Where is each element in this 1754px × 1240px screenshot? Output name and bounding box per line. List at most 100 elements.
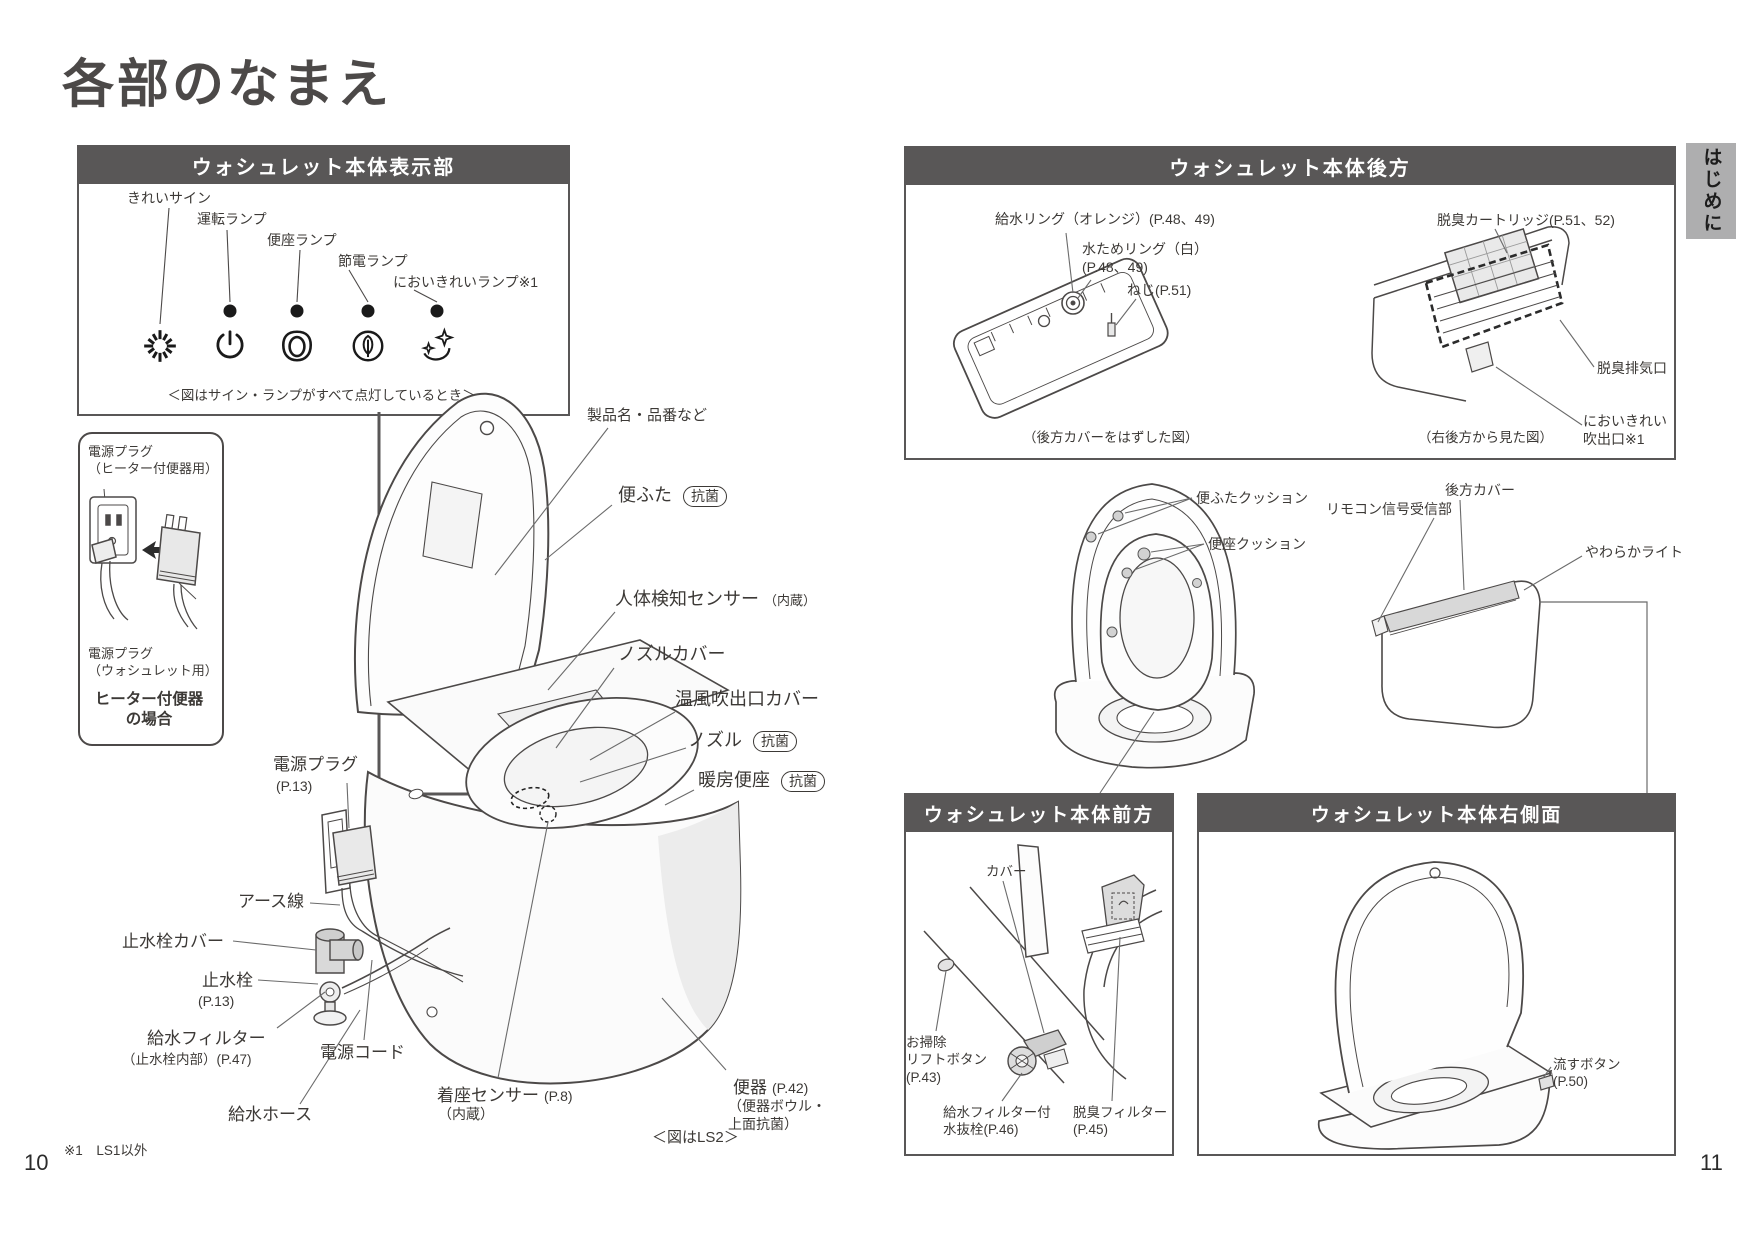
label-cover: カバー <box>986 864 1027 879</box>
label-seat-sensor-text: 着座センサー <box>437 1086 539 1105</box>
front-view-illustration <box>906 835 1168 1150</box>
heater-toilet-box <box>78 432 224 746</box>
label-heated-seat-text: 暖房便座 <box>698 770 770 790</box>
label-nozzle-text: ノズル <box>688 730 742 750</box>
label-seat-cushion: 便座クッション <box>1208 536 1306 552</box>
label-nozzle-cover: ノズルカバー <box>618 644 726 664</box>
label-water-ring: 水ためリング（白） (P.48、49) <box>1082 241 1208 275</box>
label-remote-receiver: リモコン信号受信部 <box>1326 501 1452 517</box>
label-nozzle: ノズル 抗菌 <box>688 726 797 752</box>
label-shutoff-valve: 止水栓 <box>202 971 253 990</box>
product-label-area <box>423 482 482 568</box>
lamp-label-kirei-sign: きれいサイン <box>127 190 211 206</box>
screw-shape <box>1108 323 1115 336</box>
right-side-view-header: ウォシュレット本体右側面 <box>1199 795 1674 832</box>
label-lift-button: お掃除 リフトボタン (P.43) <box>906 1035 987 1085</box>
antibacterial-badge: 抗菌 <box>781 771 825 792</box>
rear-view-caption-left: （後方カバーをはずした図） <box>1023 430 1199 445</box>
label-body-sensor: 人体検知センサー （内蔵） <box>615 585 816 611</box>
seat-cushion-dot <box>1107 627 1117 637</box>
heater-box-caption: ヒーター付便器 の場合 <box>94 691 204 728</box>
label-bowl-sub: （便器ボウル・ 上面抗菌） <box>728 1098 826 1132</box>
label-deodorizer-filter: 脱臭フィルター (P.45) <box>1073 1105 1168 1138</box>
label-lid: 便ふた 抗菌 <box>618 481 727 507</box>
label-water-filter: 給水フィルター <box>147 1029 266 1048</box>
label-seat-sensor-page: (P.8) <box>544 1088 573 1104</box>
heater-plug-top-label: 電源プラグ （ヒーター付便器用） <box>88 444 219 476</box>
water-hose-line <box>342 928 450 988</box>
power-icon <box>211 327 249 365</box>
rear-cover-strip <box>1384 581 1519 632</box>
label-valve-cover: 止水栓カバー <box>122 932 224 951</box>
label-body-sensor-text: 人体検知センサー <box>615 589 759 609</box>
display-area-marker <box>510 785 551 811</box>
clean-air-outlet-shape <box>1466 342 1493 372</box>
label-product-name: 製品名・品番など <box>587 407 708 424</box>
lamp-label-seat: 便座ランプ <box>267 232 337 248</box>
label-power-plug-page: (P.13) <box>276 778 313 794</box>
seat-cushion-dot <box>1122 568 1132 578</box>
label-deodorizer-cartridge: 脱臭カートリッジ(P.51、52) <box>1437 212 1615 228</box>
lift-button-shape <box>937 957 956 973</box>
main-toilet-illustration <box>230 390 775 1140</box>
antibacterial-badge: 抗菌 <box>683 486 727 507</box>
flush-button-shape <box>1539 1075 1554 1090</box>
label-warm-air-cover: 温風吹出口カバー <box>675 689 819 709</box>
figure-note: ＜図はLS2＞ <box>652 1129 739 1146</box>
display-panel-caption: ＜図はサイン・ランプがすべて点灯しているとき＞ <box>167 388 476 403</box>
leaf-icon <box>349 327 387 365</box>
footnote: ※1 LS1以外 <box>64 1143 148 1158</box>
label-soft-light: やわらかライト <box>1585 544 1683 560</box>
right-side-view-illustration <box>1199 835 1670 1150</box>
seat-cushion-dot <box>1138 548 1150 560</box>
lamp-dot <box>361 304 375 318</box>
sunburst-icon <box>141 327 179 365</box>
label-shutoff-valve-page: (P.13) <box>198 993 235 1009</box>
front-view-header: ウォシュレット本体前方 <box>906 795 1172 832</box>
page-number-right: 11 <box>1700 1150 1723 1175</box>
seat-cushion-dot <box>1193 579 1202 588</box>
sparkle-icon <box>418 327 456 365</box>
label-power-plug: 電源プラグ <box>273 755 358 774</box>
rear-view-caption-right: （右後方から見た図） <box>1418 430 1553 445</box>
label-water-filter-sub: （止水栓内部）(P.47) <box>122 1052 252 1067</box>
page-title: 各部のなまえ <box>62 56 393 114</box>
lid-cushion-dot <box>1086 532 1096 542</box>
display-panel-leader-lines <box>77 182 444 412</box>
label-bowl: 便器 (P.42) <box>733 1073 808 1098</box>
lamp-dot <box>290 304 304 318</box>
lamp-dot <box>430 304 444 318</box>
label-heated-seat: 暖房便座 抗菌 <box>698 766 825 792</box>
washlet-plug-label: 電源プラグ （ウォシュレット用） <box>88 646 218 678</box>
antibacterial-badge: 抗菌 <box>753 731 797 752</box>
rear-view-header: ウォシュレット本体後方 <box>906 148 1674 185</box>
label-supply-ring: 給水リング（オレンジ）(P.48、49) <box>995 211 1215 227</box>
display-panel-box: ウォシュレット本体表示部 <box>77 145 570 416</box>
exhaust-port-outline <box>1426 245 1562 347</box>
label-drain-valve: 給水フィルター付 水抜栓(P.46) <box>943 1105 1051 1138</box>
label-earth-wire: アース線 <box>238 892 305 911</box>
label-seat-sensor-sub: （内蔵） <box>438 1106 494 1122</box>
label-clean-air-outlet: においきれい 吹出口※1 <box>1583 413 1667 447</box>
middle-figures-illustration <box>904 460 1672 793</box>
lamp-label-eco: 節電ランプ <box>338 253 408 269</box>
rear-view-illustration <box>906 185 1670 454</box>
label-power-cord: 電源コード <box>320 1043 405 1062</box>
label-bowl-page: (P.42) <box>772 1080 809 1096</box>
lid-cushion-dot <box>1113 511 1123 521</box>
label-flush-button: 流すボタン (P.50) <box>1553 1057 1621 1090</box>
label-bowl-text: 便器 <box>733 1078 767 1097</box>
label-screw: ねじ(P.51) <box>1127 282 1192 298</box>
label-body-sensor-sub: （内蔵） <box>764 593 817 608</box>
label-lid-text: 便ふた <box>618 485 672 505</box>
toilet-seat-icon <box>278 327 316 365</box>
label-lid-cushion: 便ふたクッション <box>1196 490 1308 506</box>
lamp-dot <box>223 304 237 318</box>
page-number-left: 10 <box>24 1150 49 1175</box>
label-deodorizer-exhaust: 脱臭排気口 <box>1597 360 1667 376</box>
label-water-hose: 給水ホース <box>228 1105 313 1124</box>
lamp-label-power: 運転ランプ <box>197 211 267 227</box>
arrow-icon <box>142 541 164 559</box>
outlet-plug-illustration <box>84 487 216 645</box>
